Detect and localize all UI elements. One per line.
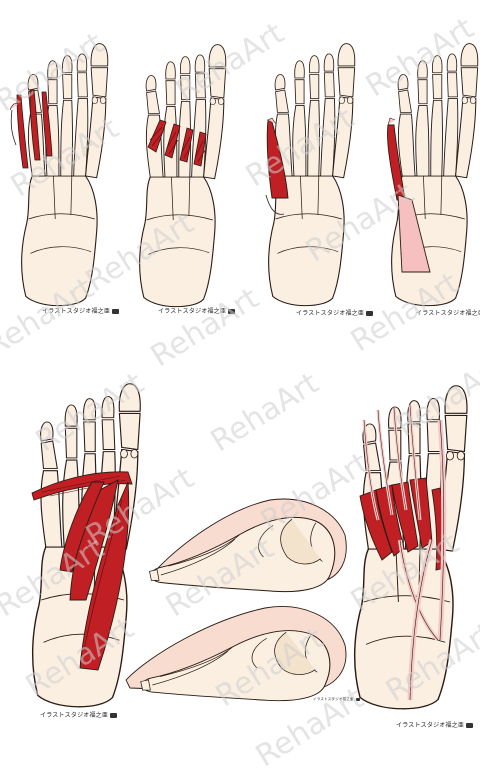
credit-label: イラストスタジオ福之亜 <box>158 306 236 315</box>
camera-icon <box>466 723 474 728</box>
camera-icon <box>355 697 360 701</box>
credit-label: イラストスタジオ福之亜 <box>40 710 118 719</box>
credit-label: イラストスタジオ福之亜 <box>296 308 374 317</box>
panel-top-1 <box>9 43 109 307</box>
panel-top-4 <box>387 43 479 307</box>
panel-bottom-middle <box>125 498 347 702</box>
illustration-sheet: イラストスタジオ福之亜 イラストスタジオ福之亜 イラストスタジオ福之亜 イラスト… <box>0 11 480 774</box>
panel-top-2 <box>139 44 227 308</box>
camera-icon <box>110 713 118 718</box>
credit-label: イラストスタジオ福之亜 <box>416 310 480 317</box>
anatomy-illustrations <box>9 43 479 710</box>
panel-top-3 <box>265 43 356 307</box>
panel-bottom-right <box>353 385 468 710</box>
panel-bottom-left <box>31 383 141 708</box>
camera-icon <box>228 309 236 314</box>
credit-label: イラストスタジオ福之亜 <box>313 697 360 702</box>
credit-label: イラストスタジオ福之亜 <box>42 306 120 315</box>
camera-icon <box>112 309 120 314</box>
credit-label: イラストスタジオ福之亜 <box>396 720 474 729</box>
camera-icon <box>366 311 374 316</box>
